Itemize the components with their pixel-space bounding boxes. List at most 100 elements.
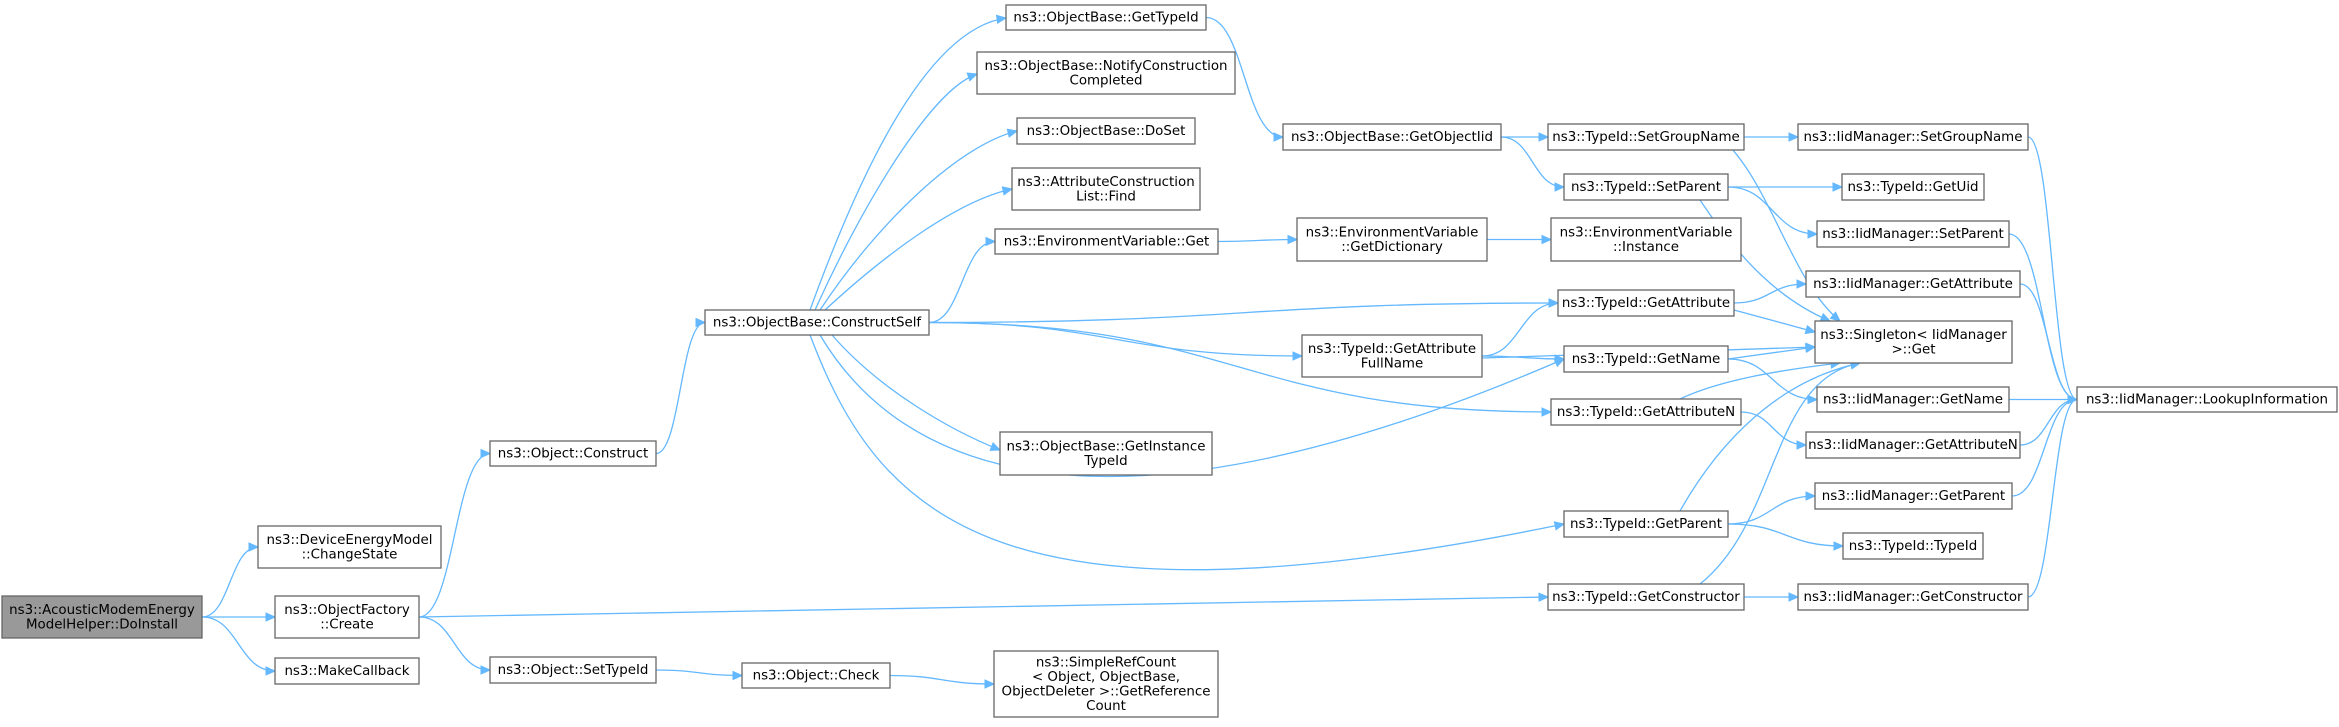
node-label-line: ObjectDeleter >::GetReference <box>1002 684 1211 699</box>
node-label-line: ns3::ObjectBase::GetInstance <box>1006 439 1205 454</box>
node-box <box>489 656 657 684</box>
edge-line <box>1733 283 1807 304</box>
node-label-line: ns3::ObjectBase::NotifyConstruction <box>984 59 1227 74</box>
call-edge-object_settypeid-to-object_check <box>655 669 744 681</box>
node-label-line: ns3::IidManager::LookupInformation <box>2086 393 2328 408</box>
function-node-simplerefcount[interactable]: ns3::SimpleRefCount< Object, ObjectBase,… <box>993 650 1219 718</box>
edge-arrowhead <box>1554 182 1566 192</box>
edge-line <box>1205 16 1284 138</box>
edge-arrowhead <box>1832 182 1844 192</box>
node-label-line: ns3::ObjectBase::GetObjectIid <box>1291 130 1493 145</box>
function-node-objfactory-create[interactable]: ns3::ObjectFactory::Create <box>274 595 420 639</box>
edge-arrowhead <box>1788 592 1800 602</box>
edge-arrowhead <box>1001 186 1014 196</box>
call-edge-doinstall-to-makecallback <box>201 616 277 676</box>
edge-arrowhead <box>1804 324 1817 335</box>
edge-line <box>1679 362 1861 512</box>
node-box <box>1805 270 2021 298</box>
call-edge-tid_setparent-to-tid_getuid <box>1728 182 1844 192</box>
function-node-changestate[interactable]: ns3::DeviceEnergyModel::ChangeState <box>257 525 442 569</box>
node-box <box>274 595 420 639</box>
node-box <box>1011 167 1201 211</box>
function-node-iid-getname[interactable]: ns3::IidManager::GetName <box>1816 386 2010 413</box>
edge-arrowhead <box>966 72 979 82</box>
call-edge-constructself-to-tid_getattribute <box>928 298 1560 324</box>
function-node-envvar-instance[interactable]: ns3::EnvironmentVariable::Instance <box>1550 217 1742 262</box>
call-edge-doinstall-to-changestate <box>201 542 260 618</box>
call-edge-constructself-to-envvar_get <box>928 236 997 324</box>
function-node-iid-lookupinfo[interactable]: ns3::IidManager::LookupInformation <box>2076 386 2338 413</box>
function-node-envvar-getdict[interactable]: ns3::EnvironmentVariable::GetDictionary <box>1296 217 1488 262</box>
node-box <box>1805 431 2021 459</box>
node-label-line: ns3::ObjectBase::DoSet <box>1027 124 1186 139</box>
function-node-ob-notify[interactable]: ns3::ObjectBase::NotifyConstructionCompl… <box>976 51 1236 95</box>
function-node-tid-setparent[interactable]: ns3::TypeId::SetParent <box>1563 173 1729 201</box>
function-node-constructself[interactable]: ns3::ObjectBase::ConstructSelf <box>704 309 930 336</box>
function-node-ob-doset[interactable]: ns3::ObjectBase::DoSet <box>1016 117 1196 145</box>
function-node-object-settypeid[interactable]: ns3::Object::SetTypeId <box>489 656 657 684</box>
node-label-line: ns3::TypeId::GetUid <box>1847 180 1978 195</box>
node-label-line: ns3::TypeId::SetGroupName <box>1552 130 1740 145</box>
edge-arrowhead <box>265 612 277 622</box>
edge-arrowhead <box>1541 234 1553 245</box>
function-node-object-construct[interactable]: ns3::Object::Construct <box>489 440 657 467</box>
node-label-line: ns3::SimpleRefCount <box>1036 655 1176 670</box>
function-node-tid-getuid[interactable]: ns3::TypeId::GetUid <box>1841 173 1985 201</box>
call-edge-doinstall-to-objfactory_create <box>202 612 277 622</box>
function-node-iid-getparent[interactable]: ns3::IidManager::GetParent <box>1814 482 2013 510</box>
function-node-doinstall[interactable]: ns3::AcousticModemEnergyModelHelper::DoI… <box>1 595 203 639</box>
function-node-object-check[interactable]: ns3::Object::Check <box>741 662 891 689</box>
edge-line <box>928 302 1559 324</box>
node-box <box>1814 482 2013 510</box>
node-box <box>1563 173 1729 201</box>
node-box <box>489 440 657 467</box>
function-node-iid-setgroupname[interactable]: ns3::IidManager::SetGroupName <box>1797 123 2029 151</box>
function-node-tid-getname[interactable]: ns3::TypeId::GetName <box>1563 345 1729 373</box>
edge-arrowhead <box>695 317 707 328</box>
node-box <box>1550 217 1742 262</box>
edge-line <box>655 669 743 677</box>
node-box <box>1301 334 1483 378</box>
function-node-tid-getconstructor[interactable]: ns3::TypeId::GetConstructor <box>1547 583 1745 611</box>
function-node-iid-getattribute[interactable]: ns3::IidManager::GetAttribute <box>1805 270 2021 298</box>
function-node-ob-getobjectiid[interactable]: ns3::ObjectBase::GetObjectIid <box>1282 123 1502 151</box>
node-box <box>1797 123 2029 151</box>
edge-line <box>2008 233 2078 401</box>
function-node-tid-getattributen[interactable]: ns3::TypeId::GetAttributeN <box>1550 398 1742 426</box>
function-node-makecallback[interactable]: ns3::MakeCallback <box>274 657 420 685</box>
node-label-line: Count <box>1086 699 1126 714</box>
edge-arrowhead <box>480 665 492 675</box>
call-edge-constructself-to-ob_gettypeid <box>809 14 1008 311</box>
function-node-tid-typeid[interactable]: ns3::TypeId::TypeId <box>1842 532 1984 560</box>
function-node-tid-getparent[interactable]: ns3::TypeId::GetParent <box>1563 510 1729 538</box>
edge-line <box>824 188 1013 311</box>
edge-arrowhead <box>1538 132 1550 142</box>
function-node-iid-getattributen[interactable]: ns3::IidManager::GetAttributeN <box>1805 431 2021 459</box>
edge-line <box>2019 283 2078 401</box>
node-label-line: ns3::AcousticModemEnergy <box>9 603 195 618</box>
node-box <box>999 431 1213 476</box>
function-node-ob-gettypeid[interactable]: ns3::ObjectBase::GetTypeId <box>1005 4 1207 31</box>
function-node-envvar-get[interactable]: ns3::EnvironmentVariable::Get <box>994 228 1219 255</box>
edge-line <box>1679 362 1841 400</box>
function-node-tid-getattribute[interactable]: ns3::TypeId::GetAttribute <box>1557 289 1735 317</box>
call-edge-ob_getobjectiid-to-tid_setgroupname <box>1500 132 1550 142</box>
function-node-tid-setgroupname[interactable]: ns3::TypeId::SetGroupName <box>1547 123 1745 151</box>
node-label-line: ns3::EnvironmentVariable <box>1560 225 1733 240</box>
function-node-iid-getconstructor[interactable]: ns3::IidManager::GetConstructor <box>1797 583 2029 611</box>
edge-arrowhead <box>1273 132 1285 142</box>
node-label-line: ns3::IidManager::SetGroupName <box>1804 130 2023 145</box>
edge-arrowhead <box>2067 394 2079 405</box>
node-label-line: List::Find <box>1076 189 1136 204</box>
edge-line <box>655 321 706 455</box>
function-node-singleton-get[interactable]: ns3::Singleton< IidManager>::Get <box>1814 320 2013 364</box>
node-label-line: ns3::TypeId::GetConstructor <box>1552 590 1740 605</box>
edge-line <box>819 130 1018 311</box>
call-edge-constructself-to-tid_getattributen <box>928 321 1553 417</box>
node-label-line: ns3::EnvironmentVariable <box>1306 225 1479 240</box>
call-edge-constructself-to-ob_getinstancetypeid <box>831 334 1002 451</box>
function-node-iid-setparent[interactable]: ns3::IidManager::SetParent <box>1816 220 2010 248</box>
